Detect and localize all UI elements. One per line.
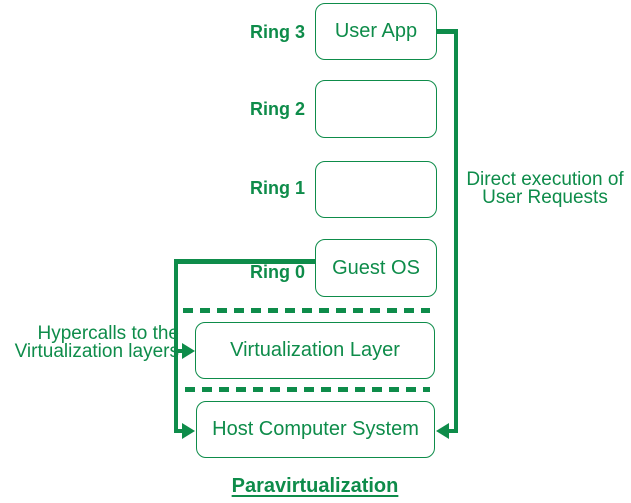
dashed-separator-ring0-virtualization xyxy=(183,308,430,313)
direct-execution-annotation-line2: User Requests xyxy=(482,187,608,208)
guest-os-box: Guest OS xyxy=(315,239,437,297)
hypercall-vertical-line xyxy=(173,259,178,433)
ring-2-box xyxy=(315,80,437,138)
direct-execution-line-from-user-app xyxy=(436,29,458,34)
diagram-title: Paravirtualization xyxy=(231,475,399,497)
direct-execution-vertical-line xyxy=(453,29,458,433)
virtualization-layer-label: Virtualization Layer xyxy=(230,339,400,361)
hypercalls-annotation: Hypercalls to the Virtualization layers xyxy=(14,323,179,362)
hypercall-arrow-host-icon xyxy=(182,422,195,439)
direct-execution-arrow-host-icon xyxy=(436,422,449,439)
direct-execution-arrow-shaft xyxy=(446,428,458,433)
ring-0-label: Ring 0 xyxy=(249,262,305,282)
user-app-box: User App xyxy=(315,3,437,60)
host-computer-system-label: Host Computer System xyxy=(212,418,419,440)
ring-2-label: Ring 2 xyxy=(249,99,305,119)
hypercall-arrow-host-shaft xyxy=(176,428,186,433)
direct-execution-annotation: Direct execution of User Requests xyxy=(461,169,629,208)
direct-execution-annotation-line1: Direct execution of xyxy=(466,169,624,190)
ring-1-box xyxy=(315,161,437,218)
host-computer-system-box: Host Computer System xyxy=(196,401,435,458)
dashed-separator-virtualization-host xyxy=(185,387,430,392)
user-app-box-label: User App xyxy=(334,20,418,42)
virtualization-layer-box: Virtualization Layer xyxy=(195,322,435,379)
hypercalls-annotation-line1: Hypercalls to the xyxy=(37,323,179,344)
hypercall-line-from-guest-os xyxy=(173,259,317,264)
hypercall-arrow-virtualization-shaft xyxy=(176,348,186,353)
hypercalls-annotation-line2: Virtualization layers xyxy=(14,341,179,362)
hypercall-arrow-virtualization-icon xyxy=(182,342,195,359)
guest-os-box-label: Guest OS xyxy=(332,256,420,279)
ring-1-label: Ring 1 xyxy=(249,178,305,198)
ring-3-label: Ring 3 xyxy=(249,22,305,42)
